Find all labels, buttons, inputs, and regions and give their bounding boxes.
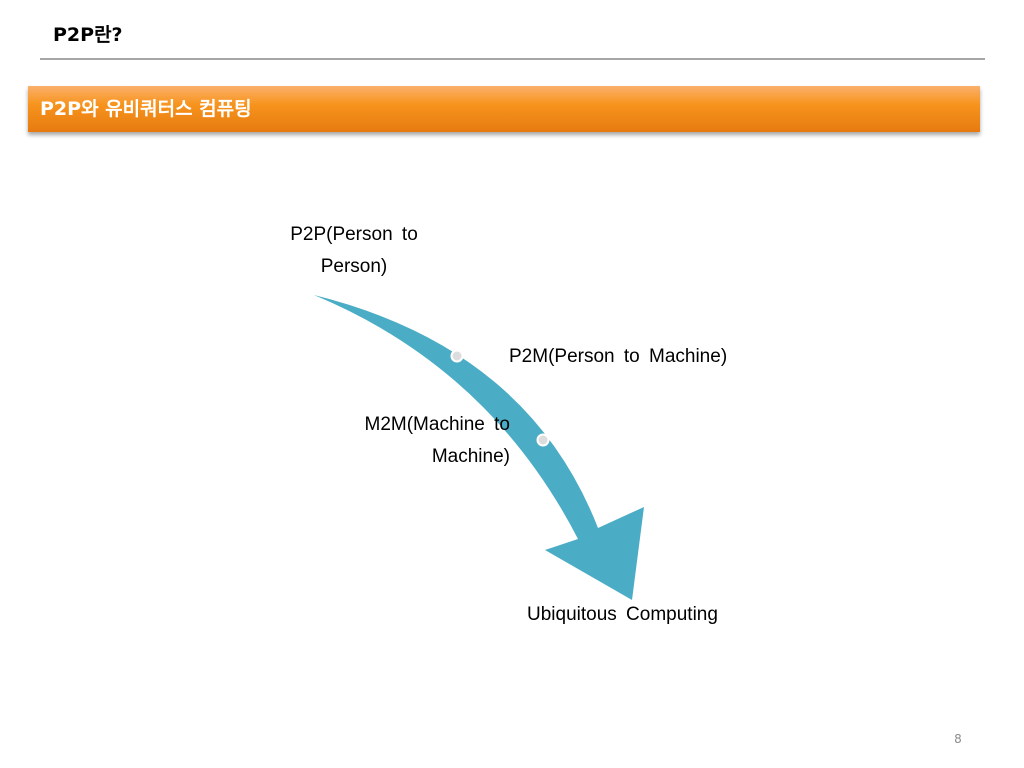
section-banner-text: P2P와 유비쿼터스 컴퓨팅: [40, 98, 252, 120]
label-ubiquitous-computing: Ubiquitous Computing: [527, 604, 718, 625]
title-divider: [40, 58, 985, 60]
milestone-dot-m2m: [536, 433, 550, 447]
label-p2m: P2M(Person to Machine): [509, 346, 728, 367]
section-banner: P2P와 유비쿼터스 컴퓨팅: [28, 86, 980, 132]
milestone-dot-p2m: [450, 349, 464, 363]
curved-arrow: [314, 295, 644, 600]
slide-title: P2P란?: [53, 24, 123, 46]
page-number: 8: [954, 732, 962, 746]
label-m2m: M2M(Machine to Machine): [364, 414, 511, 467]
label-p2p: P2P(Person to Person): [290, 224, 418, 277]
